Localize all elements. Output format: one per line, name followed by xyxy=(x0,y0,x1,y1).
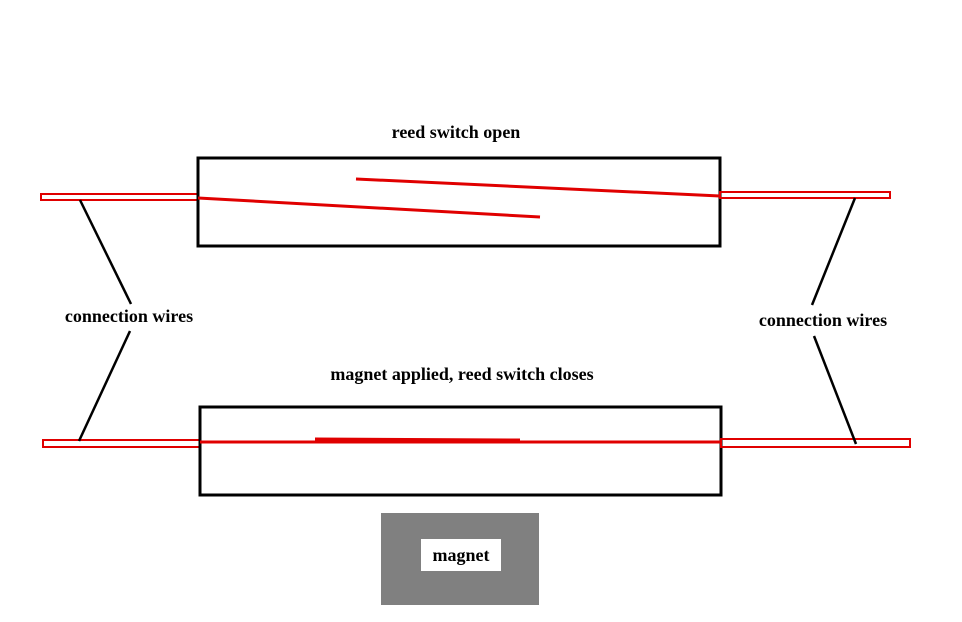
open-switch xyxy=(40,156,891,248)
closed-left-lead xyxy=(42,439,201,448)
right-connection-wires-label: connection wires xyxy=(759,310,887,330)
closed-switch xyxy=(42,405,911,497)
closed-right-lead xyxy=(720,438,911,448)
magnet-label-box xyxy=(421,539,501,571)
open-left-reed xyxy=(197,196,541,219)
right-callout-line-top xyxy=(810,197,857,306)
right-connection-callout: connection wires xyxy=(759,197,887,445)
magnet-label: magnet xyxy=(433,545,490,565)
left-connection-wires-label: connection wires xyxy=(65,306,193,326)
open-switch-title: reed switch open xyxy=(392,122,521,142)
right-callout-line-bottom xyxy=(812,335,858,445)
left-callout-line-bottom xyxy=(77,330,132,442)
closed-switch-title: magnet applied, reed switch closes xyxy=(330,364,593,384)
open-right-lead xyxy=(719,191,891,199)
left-callout-line-top xyxy=(78,199,133,305)
closed-reed-overlap xyxy=(314,437,521,442)
closed-switch-body xyxy=(198,405,723,497)
open-right-reed xyxy=(355,177,721,198)
magnet: magnet xyxy=(381,513,539,605)
open-switch-body xyxy=(196,156,722,248)
left-connection-callout: connection wires xyxy=(65,199,193,442)
open-left-lead xyxy=(40,193,199,201)
